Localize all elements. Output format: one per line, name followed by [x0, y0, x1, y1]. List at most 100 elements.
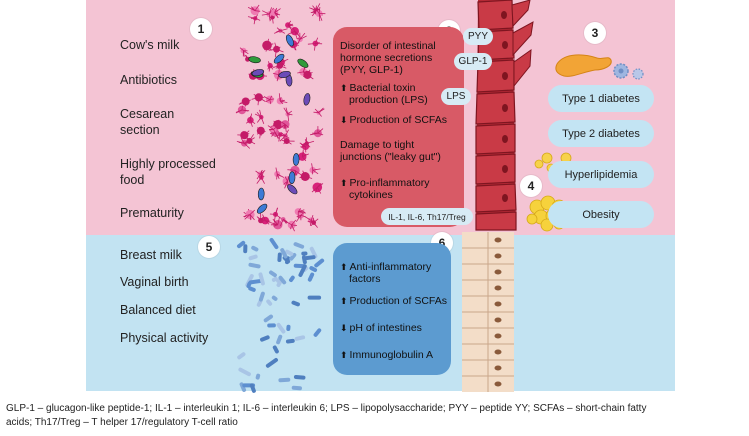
- pathogen-bacterium: [244, 134, 256, 145]
- beneficial-bacterium: [276, 334, 283, 345]
- beneficial-bacterium: [278, 377, 291, 383]
- pathogen-bacterium: [245, 113, 256, 127]
- pathogen-bacterium: [256, 170, 265, 184]
- beneficial-bacterium: [269, 237, 279, 250]
- beneficial-bacterium: [291, 300, 300, 307]
- pathogen-bacterium: [259, 214, 271, 225]
- rod-bacterium: [297, 58, 309, 68]
- factor-processed-food: Highly processed: [120, 157, 216, 171]
- effect-bacterial-toxin: ⬆Bacterial toxin production (LPS): [340, 82, 428, 106]
- up-arrow-icon: ⬆: [340, 350, 348, 360]
- effect-hormone-disorder: Disorder of intestinal hormone secretion…: [340, 40, 436, 76]
- pathogen-bacterium: [313, 107, 325, 117]
- beneficial-bacterium: [291, 385, 302, 391]
- pathogen-bacterium: [280, 217, 288, 227]
- beneficial-bacterium: [265, 358, 278, 368]
- pathogen-bacterium: [283, 107, 293, 122]
- factor-breast-milk: Breast milk: [120, 248, 182, 262]
- beneficial-bacterium: [278, 275, 287, 285]
- marker-1: 1: [190, 18, 212, 40]
- beneficial-bacterium: [276, 280, 282, 288]
- pathogen-bacterium: [267, 61, 275, 72]
- up-arrow-icon: ⬆: [340, 296, 348, 306]
- pathogen-bacterium: [238, 97, 251, 107]
- beneficial-bacterium: [285, 249, 294, 256]
- beneficial-bacterium: [307, 295, 322, 300]
- disease-type2-diabetes: Type 2 diabetes: [548, 120, 654, 147]
- abbreviations-footnote: GLP-1 – glucagon-like peptide-1; IL-1 – …: [6, 403, 647, 428]
- beneficial-bacterium: [260, 335, 270, 342]
- pathogen-bacterium: [315, 6, 326, 22]
- cytokines-pill: IL-1, IL-6, Th17/Treg: [381, 208, 473, 225]
- pathogen-bacterium: [247, 14, 261, 25]
- beneficial-bacterium: [276, 322, 286, 334]
- pathogen-bacterium: [273, 62, 287, 70]
- pathogen-bacterium: [309, 163, 321, 175]
- pathogen-bacterium: [269, 217, 283, 230]
- pathogen-bacterium: [307, 217, 319, 228]
- pathogen-bacterium: [251, 93, 266, 106]
- factor-cesarean: Cesarean: [120, 107, 175, 121]
- up-arrow-icon: ⬆: [340, 178, 348, 188]
- up-arrow-icon: ⬆: [340, 83, 348, 93]
- beneficial-bacterium: [271, 295, 278, 301]
- pathogen-bacterium: [237, 130, 250, 140]
- effect-scfa-increase: ⬆Production of SCFAs: [340, 295, 448, 307]
- beneficial-bacterium: [266, 299, 273, 306]
- rod-bacterium: [303, 93, 311, 106]
- beneficial-bacterium: [309, 266, 318, 273]
- glp1-pill: GLP-1: [454, 53, 492, 70]
- pathogen-bacterium: [299, 170, 313, 181]
- beneficial-bacterium: [314, 258, 325, 268]
- effect-immunoglobulin: ⬆Immunoglobulin A: [340, 349, 434, 361]
- down-arrow-icon: ⬇: [340, 323, 348, 333]
- pathogen-bacterium: [311, 182, 324, 194]
- beneficial-bacterium: [307, 272, 315, 282]
- down-arrow-icon: ⬇: [340, 115, 348, 125]
- beneficial-bacterium: [238, 367, 251, 377]
- effect-scfa-decrease: ⬇Production of SCFAs: [340, 114, 448, 126]
- healthy-epithelium: [462, 232, 514, 392]
- pathogen-bacterium: [270, 119, 283, 131]
- pathogen-bacterium: [256, 213, 264, 224]
- immune-cells-icon: [613, 63, 644, 80]
- marker-3: 3: [584, 22, 606, 44]
- effect-anti-inflammatory: ⬆Anti-inflammatory factors: [340, 261, 432, 285]
- pathogen-bacterium: [247, 4, 261, 16]
- pathogen-bacterium: [307, 37, 323, 51]
- disease-obesity: Obesity: [548, 201, 654, 228]
- rod-bacterium: [278, 70, 291, 79]
- factor-physical-activity: Physical activity: [120, 331, 209, 345]
- pyy-pill: PYY: [463, 28, 493, 45]
- beneficial-bacterium: [258, 291, 265, 302]
- beneficial-bacterium: [301, 251, 308, 256]
- rod-bacterium: [256, 203, 268, 214]
- rod-bacterium: [251, 69, 265, 77]
- lps-pill: LPS: [441, 88, 471, 105]
- pathogen-bacterium: [244, 209, 255, 221]
- beneficial-bacterium: [294, 335, 306, 341]
- pathogen-bacterium: [281, 137, 295, 145]
- beneficial-bacterium: [239, 382, 247, 392]
- pathogen-bacterium: [239, 47, 249, 57]
- pathogen-bacterium: [256, 126, 266, 139]
- beneficial-bacterium: [298, 264, 307, 278]
- pathogen-bacterium: [280, 120, 290, 133]
- beneficial-bacterium: [255, 373, 261, 380]
- pathogen-bacterium: [298, 149, 309, 162]
- pathogen-bacterium: [274, 27, 288, 34]
- beneficial-bacteria-cluster: [236, 237, 325, 393]
- eubiosis-effects-box: [333, 243, 451, 375]
- beneficial-bacterium: [248, 262, 261, 269]
- beneficial-bacterium: [263, 314, 274, 323]
- beneficial-bacterium: [258, 272, 265, 286]
- pathogen-bacterium: [274, 167, 285, 180]
- pathogen-bacterium: [267, 125, 278, 136]
- pathogen-bacterium: [270, 7, 281, 19]
- beneficial-bacterium: [248, 286, 256, 292]
- rod-bacterium: [257, 187, 265, 201]
- beneficial-bacterium: [249, 383, 256, 393]
- pathogenic-bacteria-cluster: [235, 3, 326, 232]
- dysbiosis-effects-box: [333, 27, 464, 227]
- pathogen-bacterium: [261, 7, 274, 21]
